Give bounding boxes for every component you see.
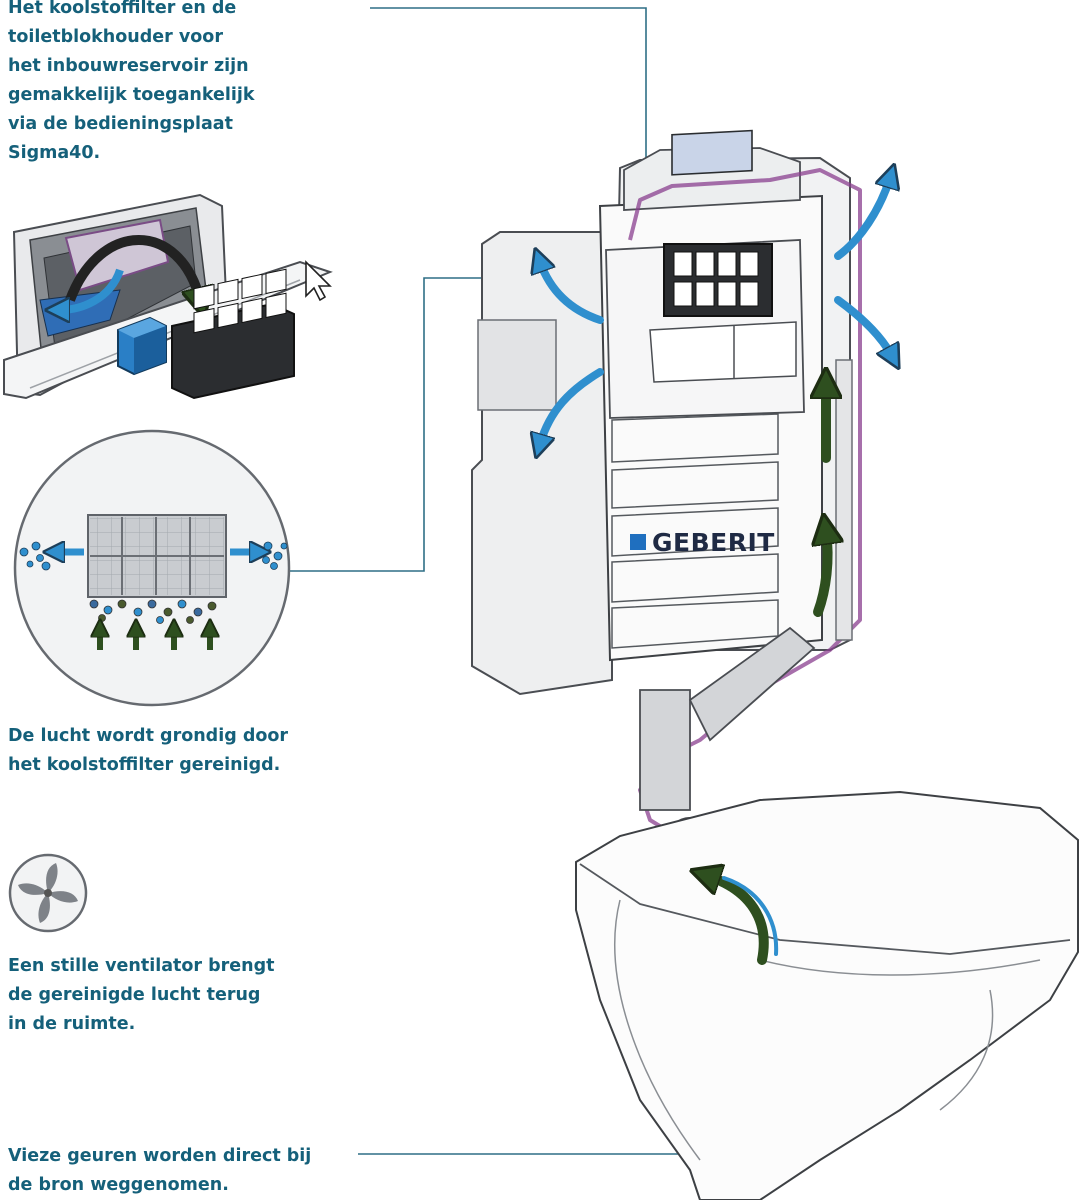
caption-air-cleaned: De lucht wordt grondig door het koolstof… <box>8 726 289 775</box>
caption-odour-source: Vieze geuren worden direct bij de bron w… <box>8 1146 312 1195</box>
caption-fan-return: Een stille ventilator brengt de gereinig… <box>8 956 275 1034</box>
brand-logo: GEBERIT <box>630 528 775 557</box>
odour-air-arrows <box>708 386 828 965</box>
cursor-icon <box>305 260 332 302</box>
fan-icon <box>8 853 88 933</box>
caption-filter-access: Het koolstoffilter en de toiletblokhoude… <box>8 0 255 163</box>
filter-detail-circle <box>13 429 291 707</box>
toilet-block-holder-icon <box>117 316 167 376</box>
cistern-illustration: GEBERIT <box>471 129 862 863</box>
plate-inset-illustration <box>3 193 333 400</box>
carbon-filter-icon <box>171 268 295 400</box>
toilet-illustration <box>575 790 1079 1200</box>
brand-wordmark: GEBERIT <box>652 528 775 557</box>
clean-air-arrows <box>540 178 892 444</box>
